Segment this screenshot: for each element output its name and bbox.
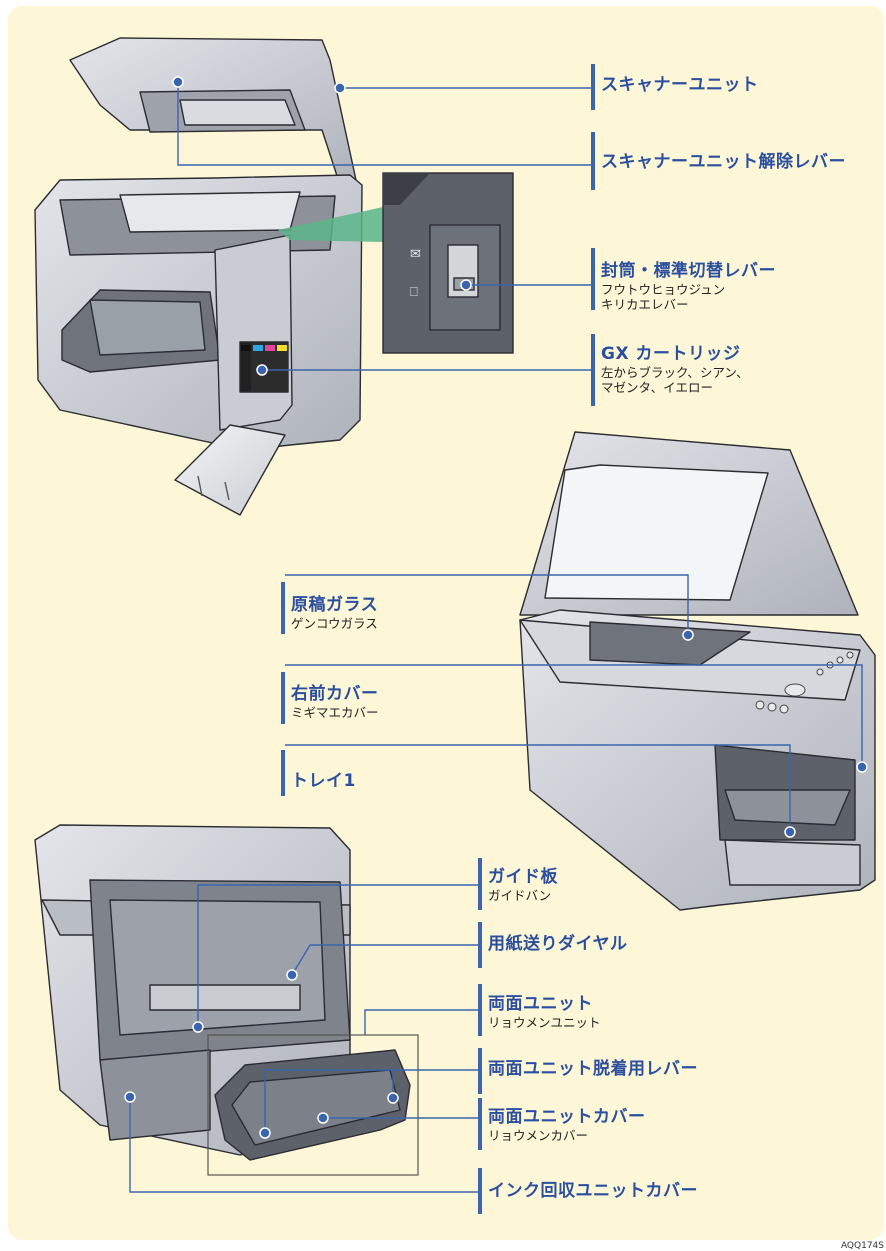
envelope-lever-title: 封筒・標準切替レバー: [601, 261, 776, 281]
ink-collector-cover-title: インク回収ユニットカバー: [488, 1181, 698, 1201]
duplex-unit-box: [207, 1034, 419, 1176]
leader-dots: [124, 76, 868, 1139]
guide-plate-title: ガイド板: [488, 867, 558, 887]
callout-bar-gx-cartridge: [591, 334, 595, 406]
right-front-cover-reading: ミギマエカバー: [291, 704, 379, 720]
callout-tray1: トレイ1: [291, 771, 356, 792]
paper-feed-dial-title: 用紙送りダイヤル: [488, 934, 628, 954]
callout-ink-collector-cover: インク回収ユニットカバー: [488, 1181, 698, 1202]
callout-bar-tray1: [281, 750, 285, 796]
callout-bar-duplex-unit: [478, 984, 482, 1036]
printer-rear-illustration: [34, 824, 411, 1161]
gx-cartridge-title: GX カートリッジ: [601, 344, 741, 364]
printer-front-open-illustration: [34, 37, 363, 516]
leader-lines: [129, 82, 863, 1193]
callout-duplex-unit: 両面ユニット リョウメンユニット: [488, 994, 601, 1030]
callout-bar-paper-feed-dial: [478, 922, 482, 968]
svg-text:⎕: ⎕: [410, 285, 418, 300]
callout-right-front-cover: 右前カバー ミギマエカバー: [291, 684, 379, 720]
callout-guide-plate: ガイド板 ガイドバン: [488, 867, 558, 903]
callout-bar-scanner-unit: [591, 64, 595, 110]
lever-inset: ✉ ⎕: [382, 172, 514, 354]
callout-bar-duplex-cover: [478, 1098, 482, 1150]
callout-bar-scanner-release: [591, 132, 595, 190]
callout-bar-guide-plate: [478, 858, 482, 910]
callout-bar-right-front-cover: [281, 672, 285, 724]
svg-text:✉: ✉: [410, 247, 421, 262]
duplex-unit-reading: リョウメンユニット: [488, 1014, 601, 1030]
callout-duplex-release-lever: 両面ユニット脱着用レバー: [488, 1059, 698, 1080]
duplex-release-lever-title: 両面ユニット脱着用レバー: [488, 1059, 698, 1079]
duplex-unit-title: 両面ユニット: [488, 994, 593, 1014]
callout-duplex-cover: 両面ユニットカバー リョウメンカバー: [488, 1107, 646, 1143]
envelope-lever-reading-2: キリカエレバー: [601, 296, 689, 312]
envelope-lever-reading-1: フウトウヒョウジュン: [601, 281, 726, 297]
callout-bar-envelope-lever: [591, 248, 595, 310]
callout-bar-duplex-release: [478, 1048, 482, 1094]
gx-cartridge-note-2: マゼンタ、イエロー: [601, 379, 714, 395]
duplex-cover-title: 両面ユニットカバー: [488, 1107, 646, 1127]
callout-envelope-lever: 封筒・標準切替レバー フウトウヒョウジュン キリカエレバー: [601, 261, 776, 312]
right-front-cover-title: 右前カバー: [291, 684, 379, 704]
callout-paper-feed-dial: 用紙送りダイヤル: [488, 934, 628, 955]
callout-exposure-glass: 原稿ガラス ゲンコウガラス: [291, 595, 379, 631]
scanner-release-lever-title: スキャナーユニット解除レバー: [601, 152, 846, 172]
callout-scanner-release-lever: スキャナーユニット解除レバー: [601, 152, 846, 173]
callout-bar-exposure-glass: [281, 582, 285, 634]
callout-scanner-unit: スキャナーユニット: [601, 75, 759, 96]
figure-id: AQQ174S: [840, 1241, 884, 1251]
callout-bar-ink-collector: [478, 1168, 482, 1214]
scanner-unit-title: スキャナーユニット: [601, 75, 759, 95]
guide-plate-reading: ガイドバン: [488, 887, 552, 903]
callout-gx-cartridge: GX カートリッジ 左からブラック、シアン、 マゼンタ、イエロー: [601, 344, 749, 395]
exposure-glass-reading: ゲンコウガラス: [291, 615, 378, 631]
tray1-title: トレイ1: [291, 771, 356, 791]
gx-cartridge-note-1: 左からブラック、シアン、: [601, 364, 749, 380]
printer-right-open-illustration: [519, 431, 876, 911]
zoom-beam: [278, 207, 383, 242]
exposure-glass-title: 原稿ガラス: [291, 595, 379, 615]
duplex-cover-reading: リョウメンカバー: [488, 1127, 589, 1143]
